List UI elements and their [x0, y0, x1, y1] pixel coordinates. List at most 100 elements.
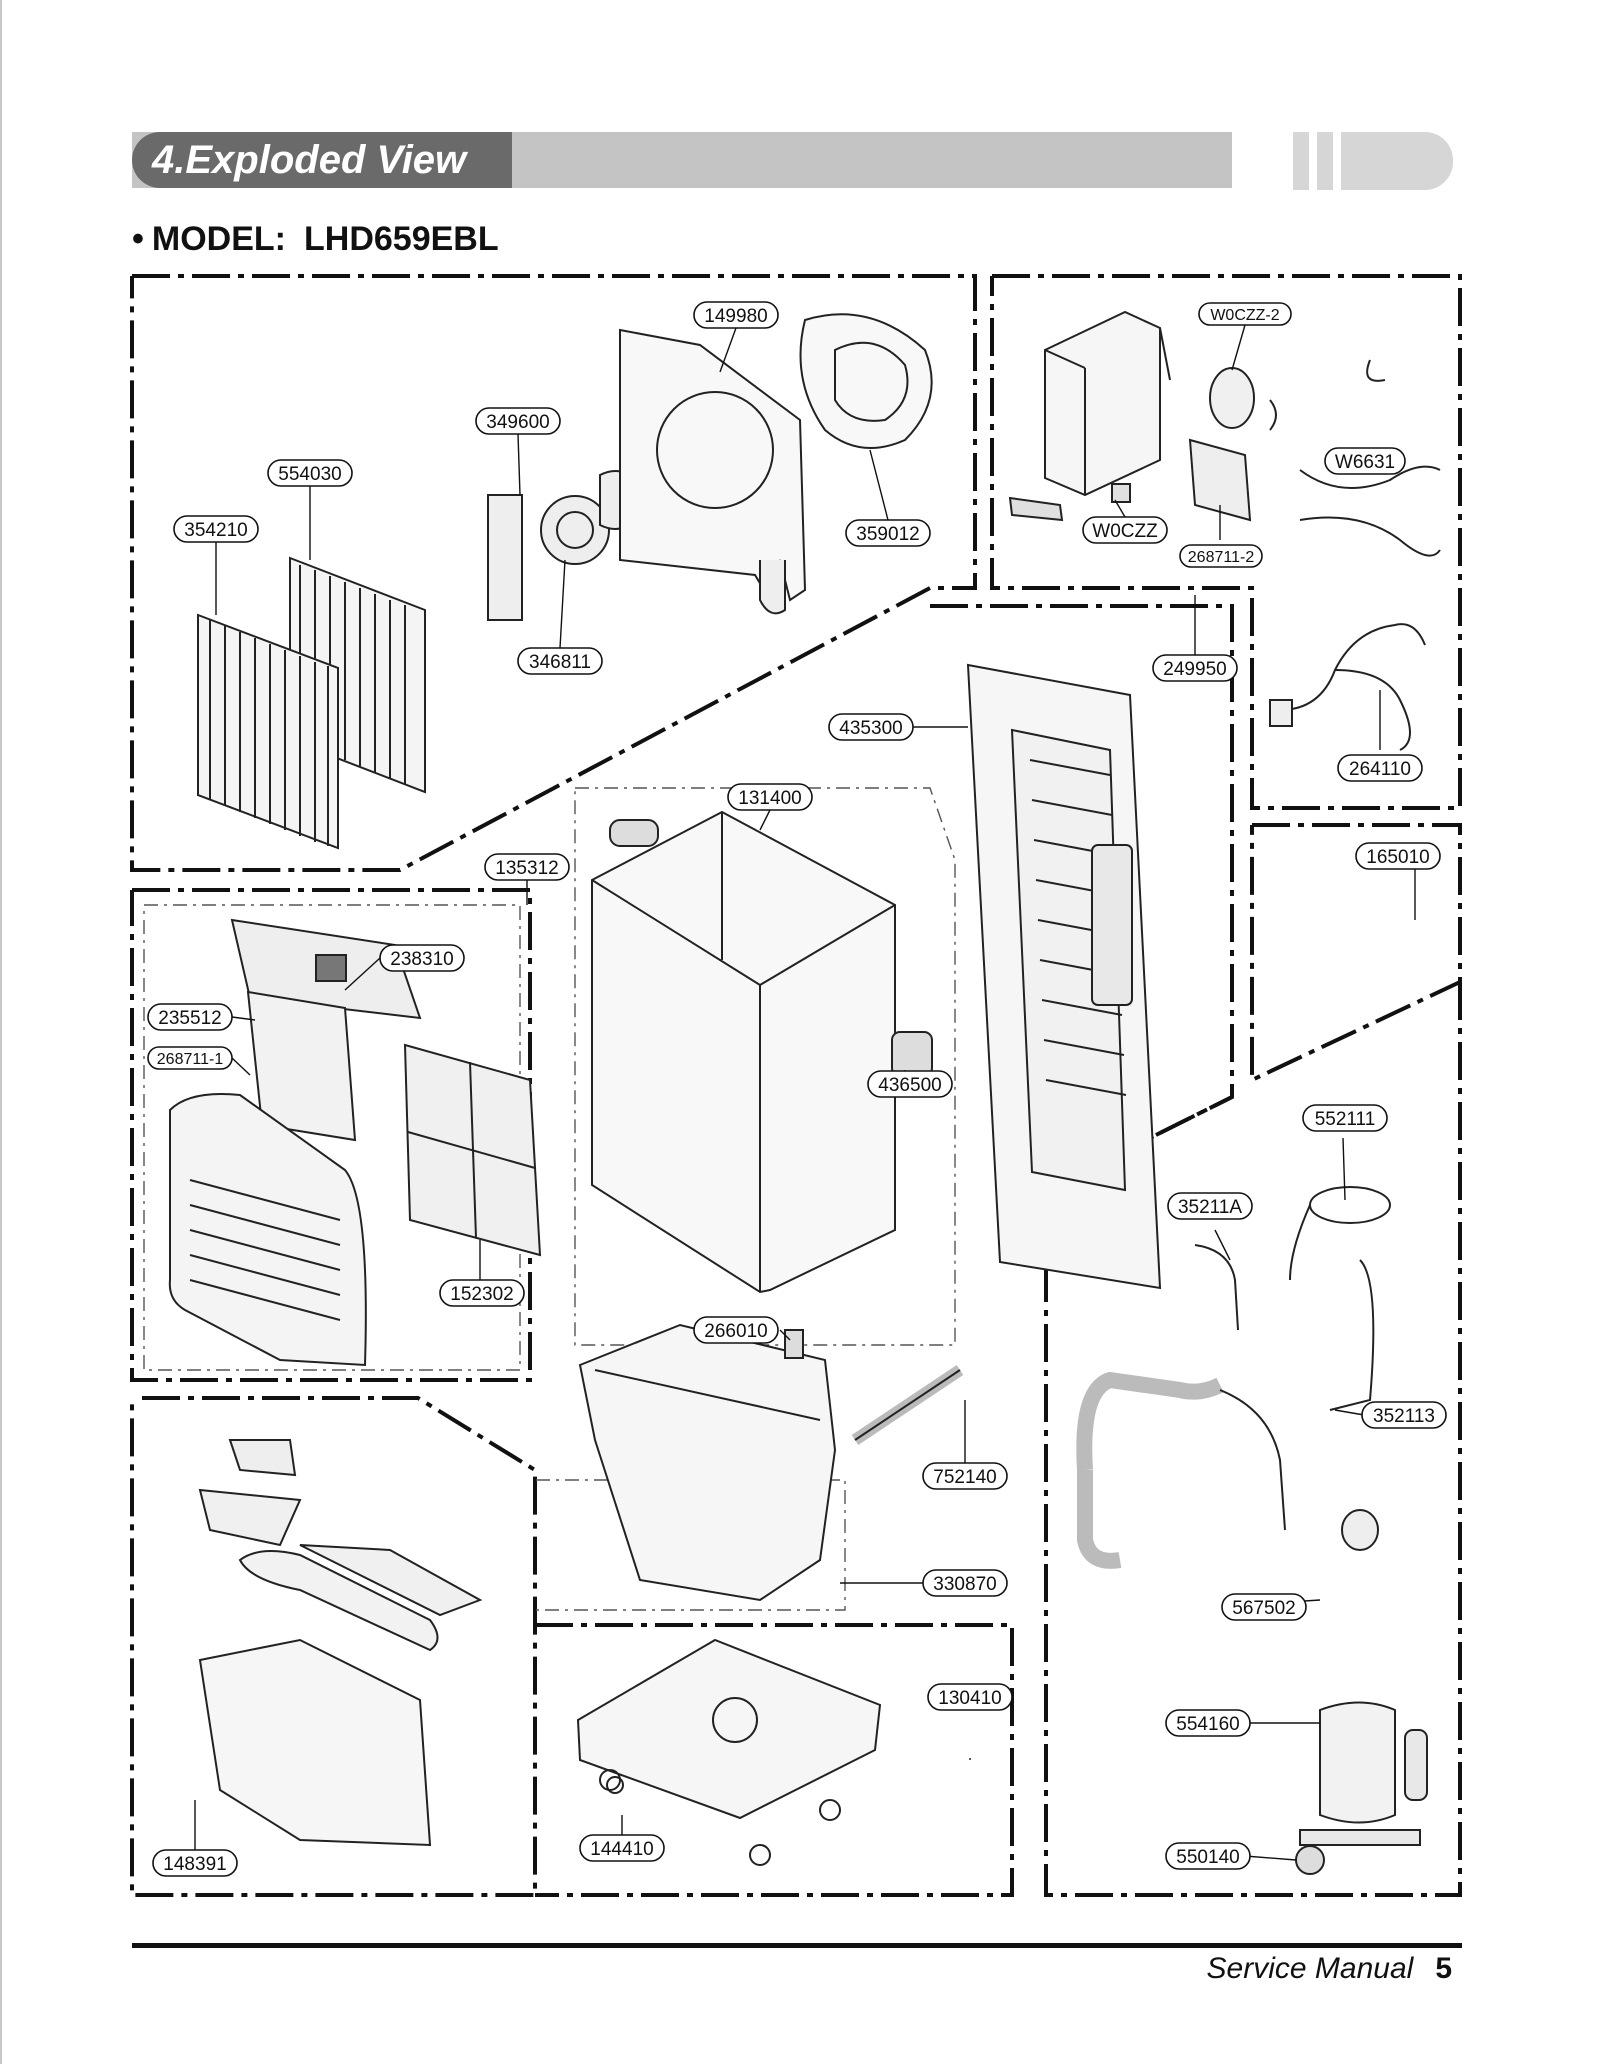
callout-249950: 249950 — [1152, 654, 1238, 682]
callout-label: 550140 — [1176, 1847, 1239, 1868]
fan-housing — [619, 328, 807, 615]
callout-label: 346811 — [529, 652, 591, 673]
callout-label: 268711-2 — [1188, 549, 1255, 566]
panel-bucket-outline — [130, 1396, 537, 1897]
callout-35211A: 35211A — [1167, 1192, 1253, 1220]
section-header-pill — [132, 132, 512, 188]
callout-label: 165010 — [1366, 847, 1429, 868]
header-deco-bar — [1341, 132, 1453, 190]
header-deco-bar — [1293, 132, 1309, 190]
capillary-coil — [1289, 1186, 1391, 1281]
air-filter — [403, 1043, 542, 1257]
callout-752140: 752140 — [922, 1462, 1008, 1490]
footer-doc-title: Service Manual — [1206, 1952, 1414, 1985]
callout-label: 264110 — [1349, 759, 1411, 780]
callout-label: 436500 — [878, 1075, 941, 1096]
callout-label: 249950 — [1163, 659, 1226, 680]
panel-outlines — [130, 274, 1462, 1897]
callout-235512: 235512 — [147, 1003, 233, 1031]
control-panel-overlay — [230, 918, 422, 1020]
callout-label: 435300 — [839, 718, 902, 739]
callout-label: 567502 — [1232, 1598, 1295, 1619]
callout-165010: 165010 — [1355, 842, 1441, 870]
callout-label: 349600 — [486, 412, 549, 433]
base-plate — [576, 1638, 882, 1866]
evaporator-tubing — [1076, 1244, 1375, 1569]
front-grille — [168, 1093, 367, 1367]
callout-label: 752140 — [933, 1467, 996, 1488]
callout-152302: 152302 — [439, 1279, 525, 1307]
callout-144410: 144410 — [579, 1834, 665, 1862]
callout-label: 152302 — [450, 1284, 513, 1305]
callout-label: W0CZZ-2 — [1210, 307, 1279, 324]
callout-label: 131400 — [738, 788, 801, 809]
part-callouts: 149980 349600 554030 354210 359012 34681… — [147, 301, 1447, 1877]
callout-268711-1: 268711-1 — [147, 1046, 233, 1070]
callout-354210: 354210 — [173, 515, 259, 543]
model-name: LHD659EBL — [304, 220, 499, 258]
callout-label: 554160 — [1176, 1714, 1239, 1735]
callout-label: 268711-1 — [157, 1051, 224, 1068]
callout-131400: 131400 — [727, 783, 813, 811]
callout-554030: 554030 — [267, 459, 353, 487]
callout-label: 352113 — [1373, 1406, 1435, 1427]
section-title: 4.Exploded View — [152, 138, 467, 182]
fan-motor-bracket — [487, 470, 636, 621]
power-cord-harness — [1269, 623, 1426, 751]
callout-149980: 149980 — [693, 301, 779, 329]
callout-130410: 130410 — [927, 1683, 1013, 1711]
callout-349600: 349600 — [475, 407, 561, 435]
callout-label: 554030 — [278, 464, 341, 485]
callout-268711-2: 268711-2 — [1179, 544, 1263, 568]
panel-base-outline — [535, 1623, 1014, 1897]
rear-panel — [966, 663, 1162, 1290]
callout-135312: 135312 — [484, 853, 570, 881]
bucket — [198, 1439, 483, 1847]
callout-552111: 552111 — [1302, 1104, 1388, 1132]
callout-266010: 266010 — [693, 1316, 779, 1344]
callout-label: 144410 — [590, 1839, 653, 1860]
compressor — [1295, 1509, 1428, 1875]
display-pcb — [246, 990, 357, 1142]
callout-label: 354210 — [184, 520, 247, 541]
fan-shroud — [799, 313, 933, 449]
footer: Service Manual 5 — [1207, 1952, 1452, 1986]
panel-cabinet-outline — [930, 604, 1234, 1192]
callout-label: 359012 — [856, 524, 919, 545]
callout-label: 552111 — [1315, 1109, 1376, 1130]
callout-label: 238310 — [390, 949, 453, 970]
callout-567502: 567502 — [1221, 1593, 1307, 1621]
component-drawings — [168, 310, 1441, 1875]
callout-label: 148391 — [163, 1854, 226, 1875]
page-number: 5 — [1435, 1952, 1452, 1985]
wire-harness-upper — [1299, 359, 1441, 557]
page-edge-line — [0, 0, 2, 2064]
callout-148391: 148391 — [152, 1849, 238, 1877]
callout-label: W0CZZ — [1092, 521, 1158, 542]
model-label: MODEL: — [151, 220, 286, 258]
callout-550140: 550140 — [1165, 1842, 1251, 1870]
control-pcb — [1008, 438, 1252, 522]
callout-label: 149980 — [704, 306, 767, 327]
callout-label: 35211A — [1178, 1197, 1242, 1218]
callout-W0CZZ-2: W0CZZ-2 — [1198, 302, 1292, 326]
callout-359012: 359012 — [845, 519, 931, 547]
callout-352113: 352113 — [1361, 1401, 1447, 1429]
callout-label: 266010 — [704, 1321, 767, 1342]
callout-label: 330870 — [933, 1574, 996, 1595]
capacitor — [1209, 367, 1277, 431]
callout-label: W6631 — [1335, 452, 1395, 473]
model-bullet: • — [132, 220, 144, 258]
callout-554160: 554160 — [1165, 1709, 1251, 1737]
cabinet — [591, 810, 933, 1294]
callout-346811: 346811 — [517, 647, 603, 675]
drain-hose — [851, 1365, 964, 1445]
callout-435300: 435300 — [828, 713, 914, 741]
callout-label: 135312 — [495, 858, 558, 879]
callout-238310: 238310 — [379, 944, 465, 972]
callout-W6631: W6631 — [1324, 447, 1406, 475]
control-box — [1044, 310, 1171, 497]
panel-control-box-outline — [990, 274, 1462, 810]
callout-label: 130410 — [938, 1688, 1001, 1709]
